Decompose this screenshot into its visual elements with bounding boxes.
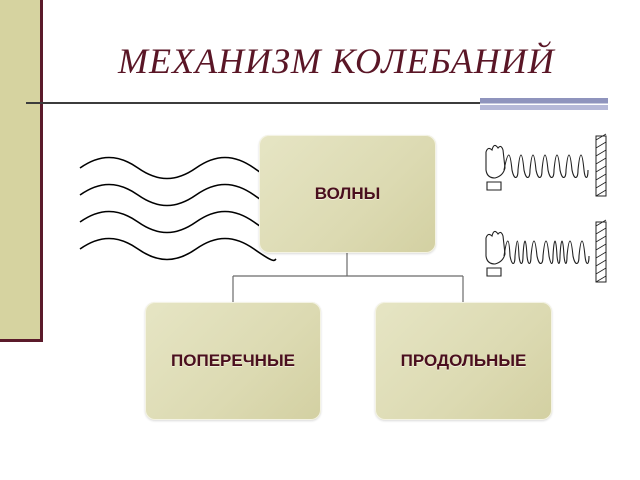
spring-top bbox=[503, 154, 589, 179]
wall-top bbox=[595, 133, 607, 197]
hand-icon bbox=[485, 230, 506, 265]
title-underline-accent bbox=[480, 98, 608, 110]
longitudinal-spring-drawing bbox=[485, 133, 607, 283]
node-longitudinal-label: ПРОДОЛЬНЫЕ bbox=[400, 351, 527, 370]
slide-title: МЕХАНИЗМ КОЛЕБАНИЙ bbox=[118, 41, 555, 81]
side-decor-foot bbox=[0, 339, 43, 342]
node-waves-label: ВОЛНЫ bbox=[314, 184, 381, 203]
title-underline bbox=[26, 102, 480, 104]
spring-bottom bbox=[503, 240, 590, 265]
node-transverse: ПОПЕРЕЧНЫЕ bbox=[145, 302, 321, 420]
cuff-icon bbox=[486, 267, 502, 277]
node-waves: ВОЛНЫ bbox=[259, 135, 436, 253]
node-longitudinal: ПРОДОЛЬНЫЕ bbox=[375, 302, 552, 420]
side-decor-bar bbox=[0, 0, 40, 342]
wave-line-4 bbox=[79, 237, 277, 262]
side-decor-edge bbox=[40, 0, 43, 342]
wall-bottom bbox=[595, 219, 607, 283]
hand-icon bbox=[485, 144, 506, 179]
cuff-icon bbox=[486, 181, 502, 191]
node-transverse-label: ПОПЕРЕЧНЫЕ bbox=[171, 351, 295, 370]
